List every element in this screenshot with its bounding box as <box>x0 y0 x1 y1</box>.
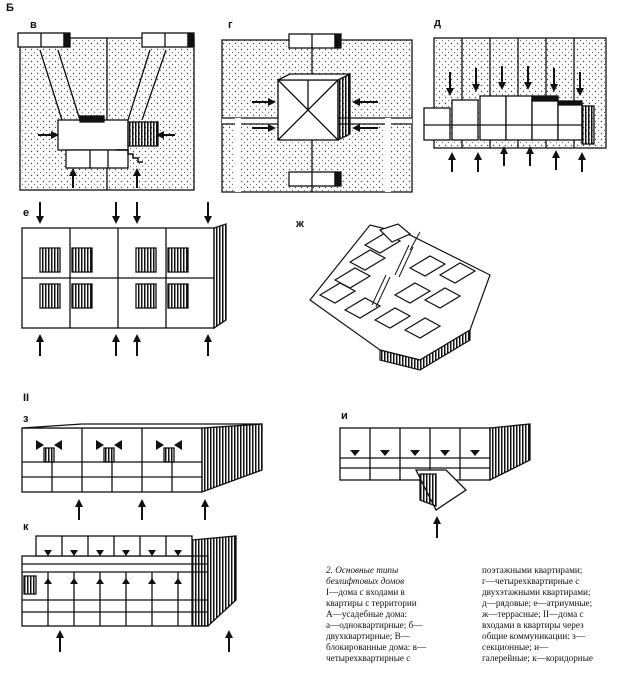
caption-line: I—дома с входами в <box>326 587 405 597</box>
section-label-b: Б <box>6 2 14 14</box>
panel-label-z: з <box>23 413 29 425</box>
diagram-zh <box>309 223 491 371</box>
caption-line: четырехквартирные с <box>326 653 411 663</box>
caption-line: общие коммуникации: з— <box>482 631 585 641</box>
caption-line: входами в квартиры через <box>482 620 584 630</box>
block-top-left <box>17 32 71 48</box>
atrium-cells <box>39 247 189 309</box>
entry-marks-k <box>44 550 182 584</box>
row-houses-d <box>423 95 595 145</box>
panel-label-d: д <box>434 17 441 29</box>
caption-line: г—четырехквартирные с <box>482 576 580 586</box>
caption-line: А—усадебные дома: <box>326 609 408 619</box>
panel-label-k: к <box>23 521 29 533</box>
diagram-v <box>17 32 195 191</box>
house-g <box>277 72 351 142</box>
block-top-g <box>288 33 342 49</box>
diagram-g <box>221 33 413 193</box>
panel-label-g: г <box>228 19 233 31</box>
caption-line: секционные; и— <box>482 642 549 652</box>
diagram-i <box>339 423 531 538</box>
caption-line: д—рядовые; е—атриумные; <box>482 598 593 608</box>
panel-label-e: е <box>23 207 30 219</box>
gallery-stair <box>414 469 468 511</box>
caption-line: галерейные; к—коридорные <box>482 653 593 663</box>
caption-line: двухэтажными квартирами; <box>482 587 591 597</box>
diagram-e <box>21 202 227 356</box>
diagram-d <box>423 37 607 172</box>
caption-line: блокированные дома: в— <box>326 642 427 652</box>
caption-line: двухквартирные; В— <box>326 631 410 641</box>
panel-label-i: и <box>341 410 348 422</box>
block-bottom-g <box>288 171 342 187</box>
caption-line: ж—террасные; II—дома с <box>482 609 584 619</box>
panel-label-zh: ж <box>296 218 304 230</box>
caption-title: 2. Основные типы безлифтовых домов <box>326 565 405 586</box>
terrace-steps <box>318 223 477 339</box>
entry-marks-z <box>36 440 182 450</box>
diagram-z <box>21 423 263 520</box>
diagram-k <box>21 535 237 652</box>
caption-line: квартиры с территории <box>326 598 417 608</box>
figure-caption-left: 2. Основные типы безлифтовых домов I—дом… <box>326 565 476 664</box>
block-top-right <box>141 32 195 48</box>
section-label-ii: II <box>23 392 30 404</box>
caption-line: а—одноквартирные; б— <box>326 620 423 630</box>
stair-cells-z <box>43 447 175 463</box>
figure-caption-right: поэтажными квартирами; г—четырехквартирн… <box>482 565 632 664</box>
panel-label-v: в <box>30 19 37 31</box>
house-v <box>57 115 159 169</box>
entry-marks-i <box>350 450 480 456</box>
caption-line: поэтажными квартирами; <box>482 565 583 575</box>
